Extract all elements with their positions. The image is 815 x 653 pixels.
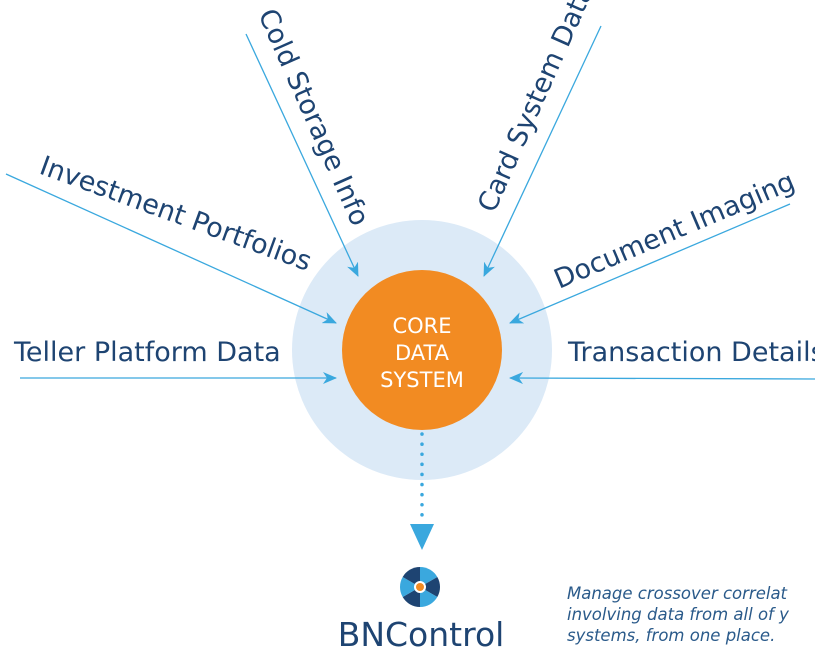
arrow-card-system: [483, 25, 602, 277]
tagline: Manage crossover correlat involving data…: [567, 583, 815, 645]
core-label-line1: CORE: [392, 314, 451, 338]
label-investment-portfolios: Investment Portfolios: [36, 150, 316, 277]
arrow-cold-storage: [245, 33, 359, 277]
label-transaction-details: Transaction Details: [567, 337, 815, 368]
tagline-line2: involving data from all of y: [567, 605, 789, 624]
core-data-system-node[interactable]: [342, 270, 502, 430]
arrow-document-imaging: [509, 203, 791, 324]
label-cold-storage-info: Cold Storage Info: [252, 4, 375, 230]
label-teller-platform-data: Teller Platform Data: [13, 337, 281, 368]
core-label-line3: SYSTEM: [380, 368, 464, 392]
label-card-system-data: Card System Data: [472, 0, 600, 217]
output-arrowhead: [410, 524, 434, 550]
tagline-line1: Manage crossover correlat: [567, 584, 788, 603]
label-document-imaging: Document Imaging: [550, 166, 800, 295]
aperture-logo-icon: [400, 567, 440, 607]
core-label-line2: DATA: [395, 341, 450, 365]
tagline-line3: systems, from one place.: [567, 626, 776, 645]
brand-name: BNControl: [338, 615, 505, 653]
arrow-investment: [5, 173, 337, 324]
arrow-transaction: [509, 372, 815, 385]
